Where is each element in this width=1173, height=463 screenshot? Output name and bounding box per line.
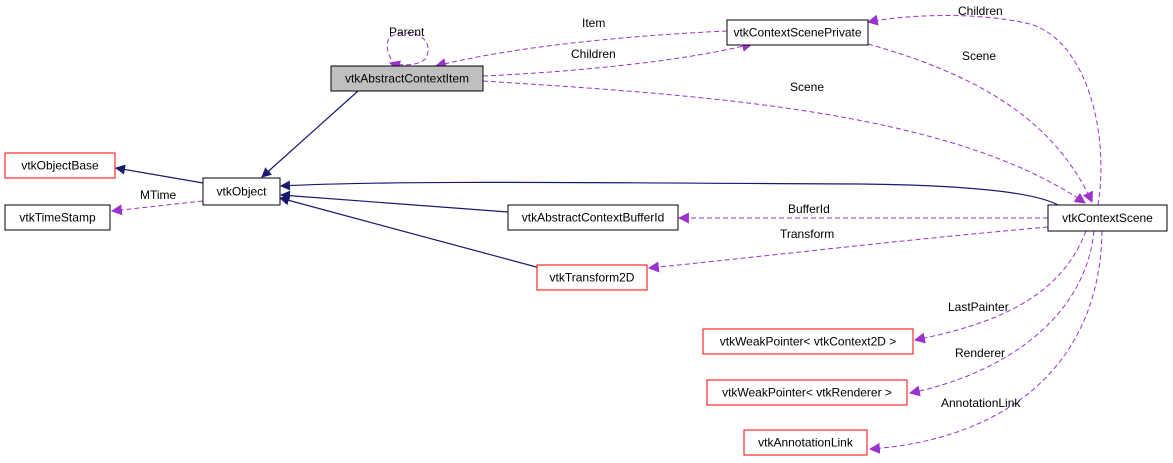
inherit-edge-bufferid-object	[280, 190, 509, 213]
edge-labels: Parent Item Children Children Scene Scen…	[140, 4, 1021, 410]
usage-edge-lastpainter	[913, 230, 1087, 344]
node-label-vtkobjectbase: vtkObjectBase	[21, 159, 99, 173]
edge-label-parent: Parent	[389, 25, 425, 39]
node-vtkobject[interactable]: vtkObject	[202, 177, 281, 206]
node-vtkcontextscene[interactable]: vtkContextScene	[1047, 204, 1168, 232]
usage-edge-mtime	[110, 200, 204, 216]
usage-edge-scene-private	[867, 43, 1093, 204]
edge-label-transform: Transform	[780, 227, 834, 241]
usage-edge-parent	[386, 32, 429, 72]
node-label-vtkannotationlink: vtkAnnotationLink	[758, 436, 854, 450]
node-label-vtktransform2d: vtkTransform2D	[550, 271, 635, 285]
node-vtkabstractcontextbufferid[interactable]: vtkAbstractContextBufferId	[507, 204, 679, 231]
edges	[110, 14, 1103, 454]
node-label-vtkcontextsceneprivate: vtkContextScenePrivate	[733, 26, 861, 40]
node-vtkabstractcontextitem[interactable]: vtkAbstractContextItem	[330, 65, 484, 92]
node-label-vtkweakpointer-renderer: vtkWeakPointer< vtkRenderer >	[722, 386, 892, 400]
node-vtkweakpointer-renderer[interactable]: vtkWeakPointer< vtkRenderer >	[706, 379, 908, 406]
usage-edge-scene-item	[482, 80, 1086, 204]
node-vtktransform2d[interactable]: vtkTransform2D	[536, 264, 648, 291]
edge-label-renderer: Renderer	[955, 346, 1005, 360]
usage-edge-children-private	[866, 14, 1102, 206]
edge-label-scene-private: Scene	[962, 49, 996, 63]
node-label-vtkobject: vtkObject	[216, 185, 267, 199]
usage-edge-annotationlink	[868, 230, 1103, 454]
usage-edge-children-item	[482, 41, 754, 77]
usage-edge-transform	[647, 226, 1049, 273]
edge-label-bufferid: BufferId	[788, 202, 830, 216]
edge-label-children-private: Children	[958, 4, 1003, 18]
inherit-edge-transform-object	[279, 195, 541, 269]
edge-label-lastpainter: LastPainter	[948, 300, 1009, 314]
node-vtkweakpointer-context2d[interactable]: vtkWeakPointer< vtkContext2D >	[702, 328, 914, 355]
node-label-vtkabstractcontextitem: vtkAbstractContextItem	[345, 72, 469, 86]
edge-label-children-item: Children	[571, 47, 616, 61]
inherit-edge-item-object	[261, 90, 359, 178]
usage-edge-item	[434, 30, 728, 69]
node-label-vtkcontextscene: vtkContextScene	[1062, 211, 1153, 225]
edge-label-scene-item: Scene	[790, 80, 824, 94]
node-vtktimestamp[interactable]: vtkTimeStamp	[4, 204, 111, 231]
node-label-vtktimestamp: vtkTimeStamp	[19, 211, 96, 225]
usage-edge-renderer	[908, 230, 1095, 397]
edge-label-item: Item	[582, 16, 605, 30]
node-vtkcontextsceneprivate[interactable]: vtkContextScenePrivate	[726, 19, 869, 46]
node-vtkannotationlink[interactable]: vtkAnnotationLink	[743, 429, 868, 456]
nodes: vtkAbstractContextItem vtkContextScenePr…	[4, 19, 1168, 456]
node-vtkobjectbase[interactable]: vtkObjectBase	[4, 152, 116, 179]
inherit-edge-object-objectbase	[115, 164, 204, 184]
inherit-edge-scene-object	[280, 180, 1059, 206]
edge-label-annotationlink: AnnotationLink	[941, 396, 1021, 410]
edge-label-mtime: MTime	[140, 188, 177, 202]
node-label-vtkweakpointer-context2d: vtkWeakPointer< vtkContext2D >	[720, 335, 897, 349]
node-label-vtkabstractcontextbufferid: vtkAbstractContextBufferId	[522, 211, 665, 225]
